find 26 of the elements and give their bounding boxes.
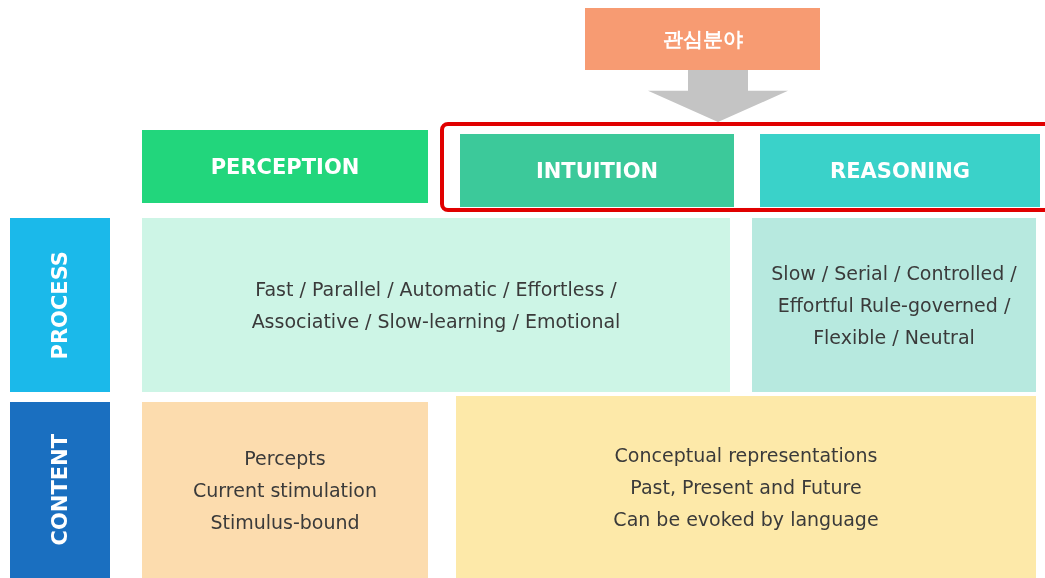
description-text: Can be evoked by language	[613, 507, 879, 532]
header-text: INTUITION	[535, 157, 659, 185]
column-header	[760, 134, 1040, 207]
description-text: Past, Present and Future	[630, 475, 862, 500]
column-header	[460, 134, 734, 207]
title-box	[585, 8, 820, 70]
description-text: Slow / Serial / Controlled / Effortful Rule-governed / Flexible / Neutral	[770, 261, 1018, 350]
description-panel	[456, 396, 1036, 578]
description-text: Stimulus-bound	[210, 510, 360, 535]
description-text: Current stimulation	[193, 478, 377, 503]
title-text: 관심분야	[662, 26, 743, 53]
row-label: PROCESS	[47, 250, 73, 360]
description-text: Conceptual representations	[614, 443, 878, 468]
row-header	[10, 218, 110, 392]
description-panel	[142, 218, 730, 392]
description-text: Fast / Parallel / Automatic / Effortless / Associative / Slow-learning / Emotional	[250, 277, 622, 334]
row-label: CONTENT	[47, 434, 73, 546]
description-text: Percepts	[244, 446, 326, 471]
row-header	[10, 402, 110, 578]
description-panel	[142, 402, 428, 578]
highlight-frame	[440, 122, 1045, 212]
arrow	[648, 70, 788, 122]
column-header	[142, 130, 428, 203]
header-text: PERCEPTION	[210, 153, 360, 181]
description-panel	[752, 218, 1036, 392]
header-text: REASONING	[830, 157, 970, 185]
